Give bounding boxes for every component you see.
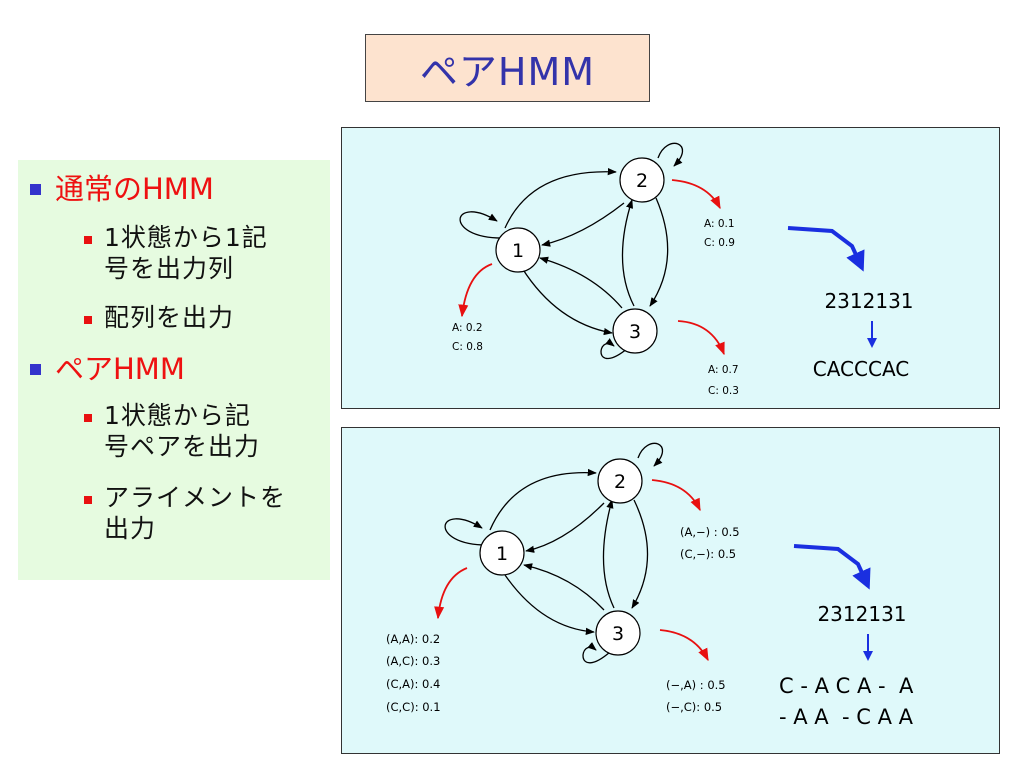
page-title: ペアHMM (419, 49, 596, 94)
self-loop-3 (582, 641, 611, 664)
state-node-3 (612, 308, 658, 354)
bullet-marker (30, 184, 41, 195)
bullet-marker (30, 364, 41, 375)
sub-bullet-2-1: 1状態から記号ペアを出力 (84, 400, 329, 462)
emit-1-line2: C: 0.8 (452, 341, 483, 353)
bullet-panel: 通常のHMM 1状態から1記号を出力列 配列を出力 ペアHMM 1状態から記号ペ… (18, 160, 330, 580)
emit-2-line1: (A,−) : 0.5 (680, 525, 740, 539)
emit-2-line2: C: 0.9 (704, 237, 735, 249)
alignment-row-1: C - A C A - A (779, 674, 914, 698)
state-sequence: 2312131 (817, 602, 906, 626)
edge-1-to-2 (504, 167, 617, 229)
sub-bullet-marker (84, 316, 92, 324)
sub-bullet-2-2-line2: 出力 (104, 514, 157, 543)
sub-bullet-1-1-line2: 号を出力列 (104, 254, 235, 283)
state-node-3 (595, 610, 641, 656)
emit-arrow-2 (671, 179, 721, 210)
emit-1-line2: (A,C): 0.3 (386, 654, 440, 668)
bullet-1-text: 通常のHMM (55, 172, 214, 206)
emit-arrow-1 (434, 567, 468, 620)
emit-1-line3: (C,A): 0.4 (386, 677, 440, 691)
state-node-2 (597, 458, 643, 504)
edge-3-to-1 (539, 256, 623, 309)
sub-bullet-2-2-line1: アライメントを (104, 483, 287, 512)
self-loop-3 (600, 338, 629, 360)
state-label-3: 3 (612, 623, 624, 645)
sub-bullet-marker (84, 496, 92, 504)
sub-bullet-2-2: アライメントを出力 (84, 482, 329, 544)
pair-hmm-diagram: 1 2 3 (A,A): 0.2 (A,C): 0.3 (C,A): 0.4 (… (386, 442, 914, 729)
emit-1-line1: (A,A): 0.2 (386, 632, 440, 646)
hmm-diagram: 1 2 3 A: 0.2 C: 0.8 A: 0.1 C: 0.9 A: 0.7… (452, 142, 914, 397)
pair-hmm-diagram-panel: 1 2 3 (A,A): 0.2 (A,C): 0.3 (C,A): 0.4 (… (341, 427, 1000, 754)
self-loop-1 (444, 518, 488, 546)
state-node-2 (619, 157, 665, 203)
hmm-diagram-panel: 1 2 3 A: 0.2 C: 0.8 A: 0.1 C: 0.9 A: 0.7… (341, 127, 1000, 409)
state-label-1: 1 (512, 240, 524, 262)
sub-bullet-1-1: 1状態から1記号を出力列 (84, 222, 329, 284)
sub-bullet-2-1-line1: 1状態から記 (104, 401, 251, 430)
edge-1-to-3 (504, 574, 595, 635)
edge-3-to-2 (602, 499, 615, 609)
emit-2-line2: (C,−): 0.5 (680, 547, 736, 561)
self-loop-2 (637, 442, 664, 467)
sequence-arrow (787, 226, 865, 272)
state-node-1 (479, 530, 525, 576)
state-label-3: 3 (629, 321, 641, 343)
sub-bullet-marker (84, 414, 92, 422)
output-sequence: CACCCAC (813, 357, 909, 381)
edge-1-to-3 (521, 267, 613, 336)
emit-3-line1: (−,A) : 0.5 (666, 678, 726, 692)
sub-bullet-1-2-text: 配列を出力 (104, 303, 235, 332)
title-box: ペアHMM (365, 34, 650, 102)
state-label-1: 1 (496, 543, 508, 565)
state-label-2: 2 (614, 471, 626, 493)
bullet-2-text: ペアHMM (55, 352, 185, 386)
emit-arrow-1 (458, 263, 493, 318)
edge-1-to-2 (489, 468, 597, 531)
sub-bullet-marker (84, 236, 92, 244)
sub-bullet-1-1-line1: 1状態から1記 (104, 223, 268, 252)
edge-2-to-3 (649, 197, 669, 307)
state-label-2: 2 (636, 170, 648, 192)
emit-1-line1: A: 0.2 (452, 322, 483, 334)
bullet-1: 通常のHMM (30, 170, 214, 208)
emit-arrow-2 (651, 479, 701, 512)
edge-2-to-1 (541, 202, 625, 247)
emit-3-line2: C: 0.3 (708, 385, 739, 397)
state-sequence: 2312131 (824, 289, 913, 313)
emit-1-line4: (C,C): 0.1 (386, 700, 441, 714)
edge-3-to-2 (621, 199, 635, 307)
edge-3-to-1 (523, 563, 605, 611)
bullet-2: ペアHMM (30, 350, 185, 388)
alignment-row-2: - A A - C A A (779, 705, 914, 729)
emit-3-line1: A: 0.7 (708, 364, 739, 376)
edge-2-to-1 (525, 502, 605, 553)
self-loop-1 (459, 211, 503, 239)
self-loop-2 (657, 142, 684, 167)
sub-bullet-1-2: 配列を出力 (84, 302, 329, 333)
emit-2-line1: A: 0.1 (704, 218, 735, 230)
edge-2-to-3 (631, 499, 649, 609)
sequence-arrow (793, 544, 871, 590)
emit-arrow-3 (677, 320, 725, 356)
emit-3-line2: (−,C): 0.5 (666, 700, 722, 714)
state-node-1 (495, 227, 541, 273)
emit-arrow-3 (659, 629, 709, 662)
sub-bullet-2-1-line2: 号ペアを出力 (104, 432, 261, 461)
